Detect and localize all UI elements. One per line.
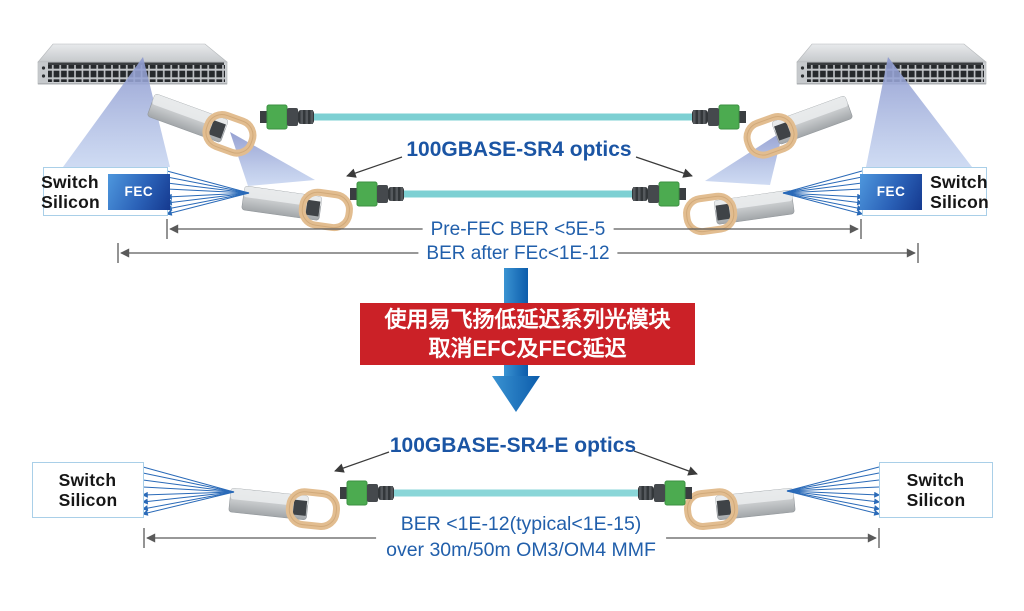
switch-silicon-label: Switch Silicon (59, 470, 118, 510)
mpo-connector (637, 480, 693, 506)
fec-chip: FEC (107, 173, 170, 210)
switch-silicon-label: Switch Silicon (907, 470, 966, 510)
bottom-ber-text: BER <1E-12(typical<1E-15) (400, 513, 642, 535)
switch-silicon-line1: Switch (906, 470, 965, 490)
switch-silicon-line2: Silicon (58, 490, 118, 510)
switch-silicon-label: Switch Silicon (930, 172, 989, 212)
lane-fan-bottom-left (141, 466, 235, 516)
promo-banner-line2: 取消EFC及FEC延迟 (428, 336, 627, 361)
lane-fan-bottom-right (786, 466, 881, 516)
qsfp-transceiver (685, 186, 796, 234)
postfec-ber-text: BER after FEc<1E-12 (418, 243, 618, 265)
switch-silicon-line2: Silicon (41, 191, 100, 212)
switch-silicon-box-bottom-right: Switch Silicon (879, 462, 993, 518)
switch-silicon-line1: Switch (58, 470, 117, 490)
switch-silicon-box-top-left: Switch Silicon FEC (41, 167, 170, 216)
optics-label-bottom: 100GBASE-SR4-E optics (389, 434, 637, 457)
switch-silicon-line2: Silicon (906, 490, 966, 510)
cable-assembly-bottom (228, 481, 796, 528)
pointer-arrows-bottom (334, 450, 698, 476)
promo-banner-line1: 使用易飞扬低延迟系列光模块 (384, 307, 671, 332)
mpo-connector (259, 104, 315, 130)
prefec-ber-text: Pre-FEC BER <5E-5 (422, 219, 614, 241)
beam-switch-left (63, 57, 170, 167)
bottom-reach-text: over 30m/50m OM3/OM4 MMF (386, 539, 656, 561)
lane-fan-top-left (165, 170, 250, 216)
promo-banner: 使用易飞扬低延迟系列光模块 取消EFC及FEC延迟 (360, 303, 695, 365)
qsfp-transceiver (228, 484, 338, 528)
mpo-connector (349, 181, 405, 207)
lane-fan-top-right (782, 170, 864, 216)
fec-chip: FEC (860, 173, 923, 210)
mpo-connector (691, 104, 747, 130)
cable-assembly-top-upper (145, 90, 854, 160)
optics-label-top: 100GBASE-SR4 optics (406, 138, 632, 161)
switch-silicon-line1: Switch (930, 171, 988, 192)
switch-silicon-box-top-right: FEC Switch Silicon (860, 167, 989, 216)
mpo-connector (631, 181, 687, 207)
beam-switch-right (866, 57, 972, 167)
cable-assembly-top-lower (241, 182, 795, 234)
switch-silicon-line2: Silicon (930, 191, 989, 212)
bottom-ber-block: BER <1E-12(typical<1E-15) over 30m/50m O… (376, 511, 666, 563)
mpo-connector (339, 480, 395, 506)
switch-silicon-label: Switch Silicon (41, 172, 100, 212)
qsfp-transceiver (686, 484, 796, 528)
qsfp-transceiver (241, 182, 352, 230)
switch-silicon-line1: Switch (41, 171, 99, 192)
beam-module-right (705, 131, 783, 185)
switch-silicon-box-bottom-left: Switch Silicon (32, 462, 144, 518)
pointer-arrows-top (346, 156, 693, 178)
beam-module-left (230, 132, 315, 186)
